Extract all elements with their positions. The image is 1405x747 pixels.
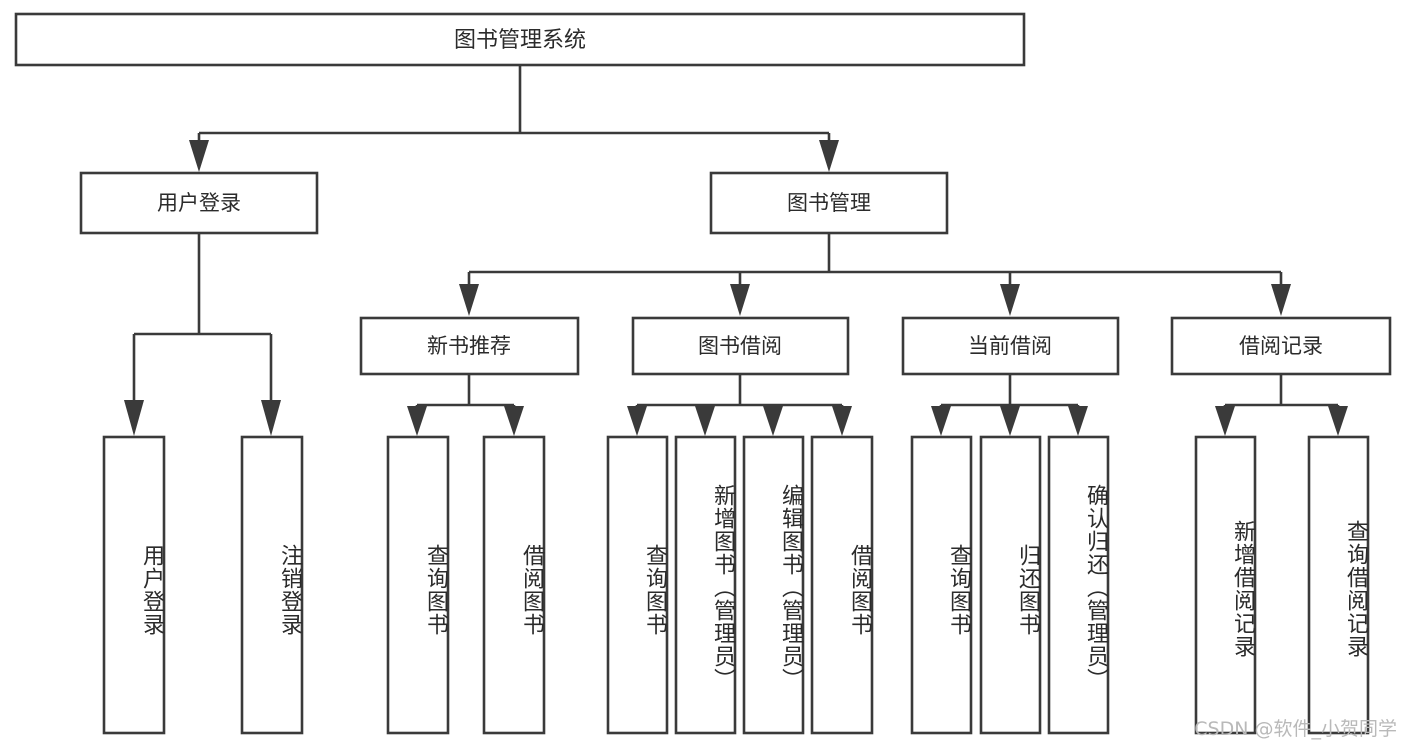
- arrow-level2-3: [1271, 284, 1291, 316]
- arrow-newbook-1: [504, 406, 524, 436]
- node-book-management-box: [709, 171, 949, 235]
- leaf-box-book-borrow-1[interactable]: [674, 435, 737, 735]
- node-book-borrow-label: 图书借阅: [698, 334, 782, 358]
- node-root-box: [14, 12, 1026, 67]
- leaf-box-book-borrow-3[interactable]: [810, 435, 874, 735]
- leaf-box-new-book-1[interactable]: [482, 435, 546, 735]
- leaf-box-borrow-record-1[interactable]: [1307, 435, 1370, 735]
- arrow-bookborrow-3: [832, 406, 852, 436]
- arrow-level2-1: [730, 284, 750, 316]
- arrow-level1-1: [819, 140, 839, 172]
- node-book-management[interactable]: 图书管理: [709, 171, 949, 235]
- node-borrow-record-box: [1170, 316, 1392, 376]
- node-current-borrow[interactable]: 当前借阅: [901, 316, 1120, 376]
- arrow-userlogin-0: [124, 400, 144, 436]
- node-root-label: 图书管理系统: [454, 28, 586, 53]
- arrow-bookborrow-0: [627, 406, 647, 436]
- watermark-label: CSDN @软件_小贺同学: [1194, 718, 1397, 740]
- node-borrow-record[interactable]: 借阅记录: [1170, 316, 1392, 376]
- arrow-level1-0: [189, 140, 209, 172]
- arrow-level2-2: [1000, 284, 1020, 316]
- arrow-newbook-0: [407, 406, 427, 436]
- node-new-book-recommend-box: [359, 316, 580, 376]
- node-user-login-label: 用户登录: [157, 191, 241, 215]
- leaf-box-current-borrow-0[interactable]: [910, 435, 973, 735]
- arrow-borrowrecord-1: [1328, 406, 1348, 436]
- arrow-bookborrow-1: [695, 406, 715, 436]
- node-current-borrow-box: [901, 316, 1120, 376]
- node-book-borrow[interactable]: 图书借阅: [631, 316, 850, 376]
- leaf-box-current-borrow-1[interactable]: [979, 435, 1042, 735]
- node-book-borrow-box: [631, 316, 850, 376]
- node-new-book-recommend-label: 新书推荐: [427, 334, 511, 358]
- node-book-management-label: 图书管理: [787, 191, 871, 215]
- leaf-box-book-borrow-0[interactable]: [606, 435, 669, 735]
- arrow-level2-0: [459, 284, 479, 316]
- leaf-box-book-borrow-2[interactable]: [742, 435, 805, 735]
- leaf-box-user-login-1[interactable]: [240, 435, 304, 735]
- arrow-currentborrow-0: [931, 406, 951, 436]
- leaf-box-new-book-0[interactable]: [386, 435, 450, 735]
- leaf-box-borrow-record-0[interactable]: [1194, 435, 1257, 735]
- leaf-box-current-borrow-2[interactable]: [1047, 435, 1110, 735]
- leaf-box-user-login-0[interactable]: [102, 435, 166, 735]
- node-borrow-record-label: 借阅记录: [1239, 334, 1323, 358]
- node-root[interactable]: 图书管理系统: [14, 12, 1026, 67]
- node-current-borrow-label: 当前借阅: [968, 334, 1052, 358]
- arrow-currentborrow-2: [1068, 406, 1088, 436]
- arrow-userlogin-1: [261, 400, 281, 436]
- arrow-currentborrow-1: [1000, 406, 1020, 436]
- node-new-book-recommend[interactable]: 新书推荐: [359, 316, 580, 376]
- node-user-login[interactable]: 用户登录: [79, 171, 319, 235]
- arrow-borrowrecord-0: [1215, 406, 1235, 436]
- arrow-bookborrow-2: [763, 406, 783, 436]
